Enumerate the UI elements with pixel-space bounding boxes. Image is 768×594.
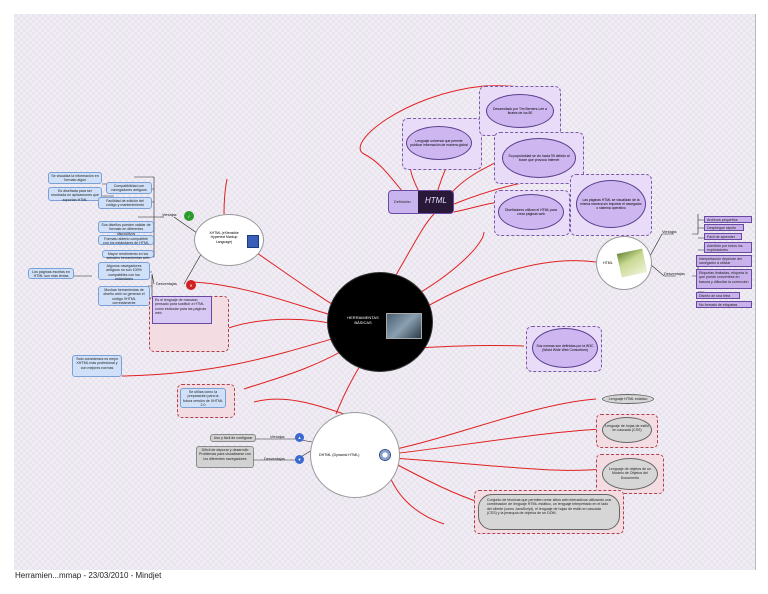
checkmark-icon: ✓ [184, 211, 194, 221]
html-definition-node[interactable]: Definición HTML [388, 190, 454, 214]
xhtml-desventaja-item[interactable]: Los páginas escritas en HTML son más len… [28, 268, 74, 279]
dhtml-desventaja-item[interactable]: Difícil de depurar y desarrollo Problema… [196, 446, 254, 468]
cross-icon: ✕ [186, 280, 196, 290]
html-ventaja-item[interactable]: Archivos pequeños [704, 216, 752, 223]
mindmap-canvas[interactable]: HERRAMIENTAS BÁSICAS XHTML (eXtensible H… [14, 14, 756, 570]
central-node[interactable]: HERRAMIENTAS BÁSICAS [327, 272, 433, 372]
dhtml-conjunto-note: Conjunto de técnicas que permiten crear … [478, 494, 620, 530]
dhtml-desventajas-label[interactable]: Desventajas [264, 457, 285, 461]
dhtml-item-dom: Lenguaje de objetos de un Modelo de Obje… [602, 458, 658, 490]
xhtml-desventaja-item[interactable]: Muchas herramientas de diseño web no gen… [98, 286, 150, 306]
html-definition-label: Definición [394, 200, 411, 204]
xhtml-ventaja-item[interactable]: Es diseñada para ser mostrada en aplicac… [48, 187, 102, 202]
xhtml-ventajas-label[interactable]: Ventajas [162, 213, 177, 217]
xhtml-ventaja-item[interactable]: Se visualiza la información en l'ormato … [48, 172, 102, 184]
xhtml-title: XHTML (eXtensible Hypertext Markup Langu… [209, 231, 239, 244]
footer-caption: Herramien...mmap - 23/03/2010 - Mindjet [15, 571, 162, 580]
dhtml-ventajas-icon: ▲ [295, 433, 304, 442]
html-desventaja-item[interactable]: No formato de etiquetas [696, 301, 752, 308]
html-code-thumbnail [616, 248, 648, 278]
html-node[interactable]: HTML [596, 236, 652, 290]
html-normas-note: Sus normas son definidas por la W3C (Wor… [532, 328, 598, 368]
dhtml-item-html[interactable]: Lenguaje HTML estático [602, 394, 654, 404]
html-ventaja-item[interactable]: Admitido por todos los exploradores [704, 242, 752, 253]
html-logo-image: HTML [425, 196, 447, 205]
html-ventajas-label[interactable]: Ventajas [662, 230, 677, 234]
xhtml-ventaja-item[interactable]: Sus diseños pueden validar de l'ormato e… [98, 221, 154, 236]
xhtml-ventaja-item[interactable]: Compatibilidad con navegadores antiguos [106, 182, 152, 194]
html-title: HTML [603, 261, 613, 265]
xhtml-desventaja-item[interactable]: Algunos navegadores antiguos no son 100%… [98, 262, 150, 281]
document-icon [247, 235, 259, 248]
html-ventaja-item[interactable]: Fácil de aprender [704, 233, 742, 240]
html-paginas-note: Las páginas HTML se visualizan de la mis… [576, 180, 646, 228]
central-title: HERRAMIENTAS BÁSICAS [347, 315, 379, 326]
xhtml-version-text: Se utiliza como la preparación para la f… [180, 388, 226, 408]
html-popularidad-note: Su popularidad se vio hacia 90 debido al… [502, 138, 576, 178]
dhtml-ventajas-label[interactable]: Ventajas [270, 435, 285, 439]
xhtml-desventajas-label[interactable]: Desventajas [156, 282, 177, 286]
dhtml-logo-icon [379, 449, 391, 461]
central-screenshot-thumbnail [386, 313, 422, 339]
html-ventaja-item[interactable]: Despliegue rápido [704, 224, 744, 231]
dhtml-ventaja-item[interactable]: Uso y fácil de configurar [210, 434, 256, 442]
html-desventaja-item[interactable]: Etiquetas limitadas, etiqueta lo que pue… [696, 269, 752, 289]
dhtml-node[interactable]: DHTML (Dynamic HTML) [310, 412, 400, 498]
dhtml-item-css: Lenguaje de hojas de estilo en cascada (… [602, 417, 652, 443]
html-desventaja-item[interactable]: Interpretación depende del navegador a u… [696, 255, 752, 267]
html-desventajas-label[interactable]: Desventajas [664, 272, 685, 276]
html-desarrollado-note: Desarrollado por Tim Berners-Lee a final… [486, 94, 554, 128]
xhtml-ventaja-item[interactable]: Facilidad de edición del código y manten… [98, 197, 152, 209]
html-desventaja-item[interactable]: Diseño de una letra [696, 292, 740, 299]
xhtml-profesional-note[interactable]: Todo considerara es mejor XHTML más prof… [72, 355, 122, 377]
html-lenguaje-note: Lenguaje universal que permite publicar … [406, 126, 472, 160]
xhtml-lenguaje-text: Es el lenguaje de marcado pensado para s… [152, 296, 212, 324]
html-diseñadores-note: Diseñadores utilizan el HTML para crear … [498, 194, 564, 230]
xhtml-ventaja-item[interactable]: Mayor rendimiento en los actuales herram… [102, 250, 154, 260]
dhtml-title: DHTML (Dynamic HTML) [319, 453, 360, 457]
dhtml-desventajas-icon: ▼ [295, 455, 304, 464]
xhtml-node[interactable]: XHTML (eXtensible Hypertext Markup Langu… [194, 214, 264, 266]
xhtml-ventaja-item[interactable]: Formato abierto compatible con los están… [98, 235, 154, 245]
